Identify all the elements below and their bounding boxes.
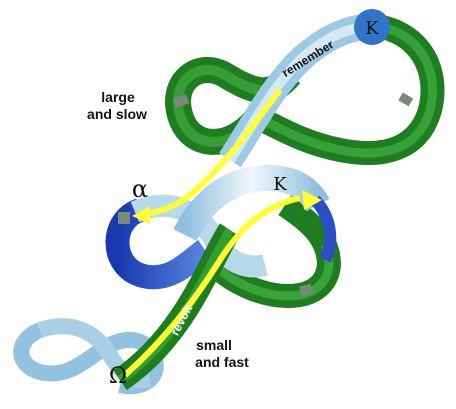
- k-middle-label: K: [273, 174, 287, 195]
- k-top-label: K: [365, 18, 379, 39]
- k-circle: [354, 9, 390, 45]
- small-fast-label-line2: and fast: [195, 354, 249, 370]
- large-slow-label-line1: large: [101, 89, 135, 105]
- large-loop: [165, 9, 445, 168]
- alpha-label: α: [132, 175, 148, 203]
- yellow-arrows: [123, 88, 322, 378]
- large-slow-label-line2: and slow: [87, 106, 147, 122]
- small-fast-label-line1: small: [196, 337, 232, 353]
- omega-label: Ω: [109, 364, 127, 389]
- middle-loop: [105, 164, 341, 308]
- arrow-to-k: [302, 190, 322, 210]
- arrow-to-alpha: [132, 206, 150, 224]
